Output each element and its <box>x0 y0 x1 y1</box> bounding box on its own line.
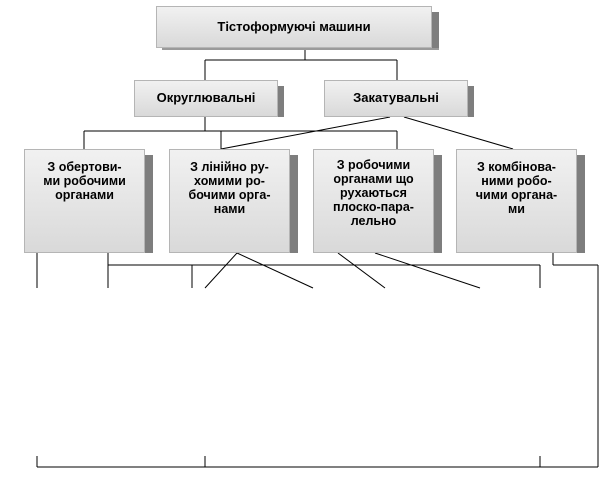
group-node-zakat: Закатувальні <box>324 80 468 117</box>
connector-zakat-to-type4 <box>403 116 514 150</box>
type-node-combined-label: З комбінова- ними робо- чими органа- ми <box>475 160 558 216</box>
type-node-combined: З комбінова- ними робо- чими органа- ми <box>456 149 577 253</box>
type1-shadow-side <box>145 155 153 253</box>
type-node-rotating: З обертови- ми робочими органами <box>24 149 145 253</box>
type-node-linear-label: З лінійно ру- хомими ро- бочими орга- на… <box>188 160 271 216</box>
type2-shadow-side <box>290 155 298 253</box>
type3-shadow-side <box>434 155 442 253</box>
root-node-label: Тістоформуючі машини <box>217 18 371 34</box>
root-node-shadow-side <box>432 12 439 48</box>
connector-type3-diag-right <box>374 252 481 289</box>
connector-type2-diag-right <box>236 252 314 289</box>
group-node-okrugl-label: Округлювальні <box>156 90 256 106</box>
type-node-plane-parallel-label: З робочими органами що рухаються плоско-… <box>333 158 414 228</box>
type-node-linear: З лінійно ру- хомими ро- бочими орга- на… <box>169 149 290 253</box>
group-okrugl-shadow-side <box>278 86 284 117</box>
root-node-shadow-bottom <box>162 48 439 50</box>
group-node-okrugl: Округлювальні <box>134 80 278 117</box>
root-node: Тістоформуючі машини <box>156 6 432 48</box>
type-node-plane-parallel: З робочими органами що рухаються плоско-… <box>313 149 434 253</box>
connector-type3-diag-left <box>337 252 386 289</box>
group-zakat-shadow-side <box>468 86 474 117</box>
connector-type2-diag-left <box>204 252 238 289</box>
group-node-zakat-label: Закатувальні <box>353 90 439 106</box>
type-node-rotating-label: З обертови- ми робочими органами <box>43 160 126 202</box>
connector-zakat-to-type2 <box>220 116 391 150</box>
type4-shadow-side <box>577 155 585 253</box>
